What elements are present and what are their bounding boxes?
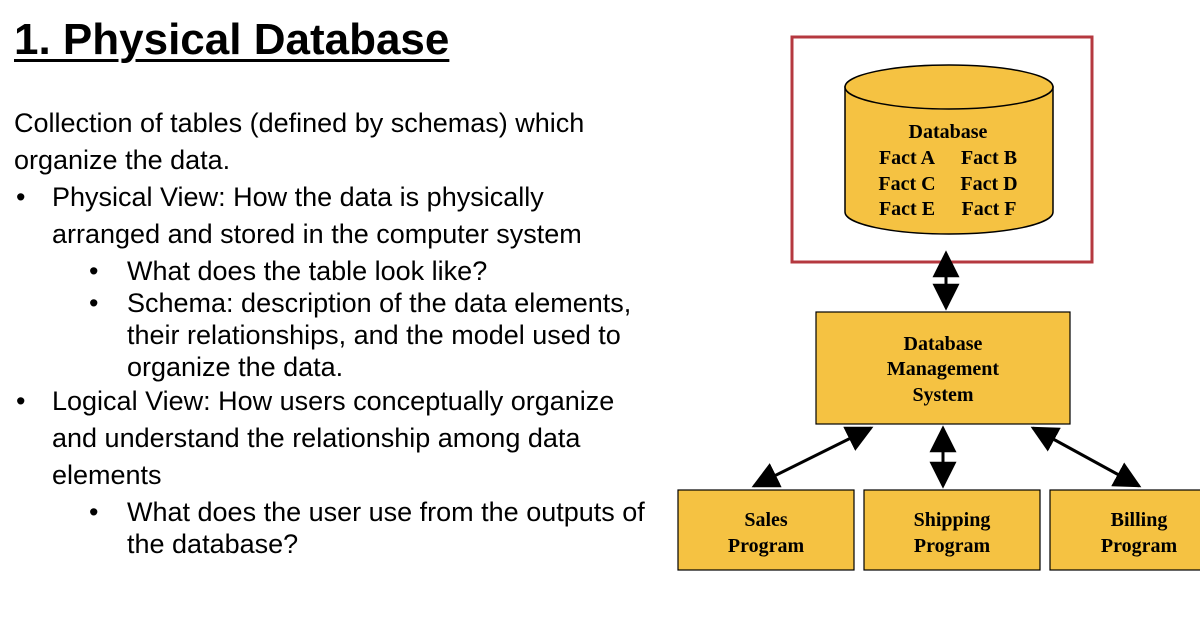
dbms-label: System (912, 384, 973, 406)
bullet-text: Logical View: How users conceptually org… (52, 386, 615, 490)
slide-title: 1. Physical Database (14, 15, 450, 64)
sub-bullet-list: What does the table look like? Schema: d… (52, 255, 654, 383)
dbms-box (815, 311, 1071, 425)
shipping-program-box (863, 489, 1041, 571)
fact-label: Fact B (961, 147, 1017, 169)
sub-bullet-list: What does the user use from the outputs … (52, 496, 654, 560)
database-label: Database (909, 121, 988, 143)
dbms-label: Management (887, 358, 1000, 380)
sub-bullet-item: What does the table look like? (89, 255, 654, 287)
dbms-sales-arrow-icon (751, 426, 874, 488)
sub-bullet-item: What does the user use from the outputs … (89, 496, 654, 560)
fact-label: Fact C (878, 173, 935, 195)
bullet-item: Logical View: How users conceptually org… (14, 383, 654, 560)
program-label: Billing (1111, 509, 1168, 531)
program-label: Program (1101, 535, 1178, 557)
fact-label: Fact A (879, 147, 936, 169)
dbms-billing-arrow-icon (1030, 426, 1142, 488)
fact-label: Fact F (962, 198, 1017, 220)
fact-label: Fact D (960, 173, 1017, 195)
billing-program-box (1049, 489, 1200, 571)
program-label: Program (728, 535, 805, 557)
intro-text: Collection of tables (defined by schemas… (14, 108, 585, 175)
program-label: Sales (744, 509, 788, 531)
bullet-list: Physical View: How the data is physicall… (14, 179, 654, 560)
bullet-text: Physical View: How the data is physicall… (52, 182, 582, 249)
program-label: Program (914, 535, 991, 557)
sales-program-box (677, 489, 855, 571)
dbms-label: Database (904, 333, 983, 355)
slide-body: Collection of tables (defined by schemas… (14, 105, 654, 560)
bullet-item: Physical View: How the data is physicall… (14, 179, 654, 383)
fact-label: Fact E (879, 198, 935, 220)
database-cylinder-icon (844, 64, 1054, 235)
program-label: Shipping (914, 509, 991, 531)
sub-bullet-item: Schema: description of the data elements… (89, 287, 654, 383)
